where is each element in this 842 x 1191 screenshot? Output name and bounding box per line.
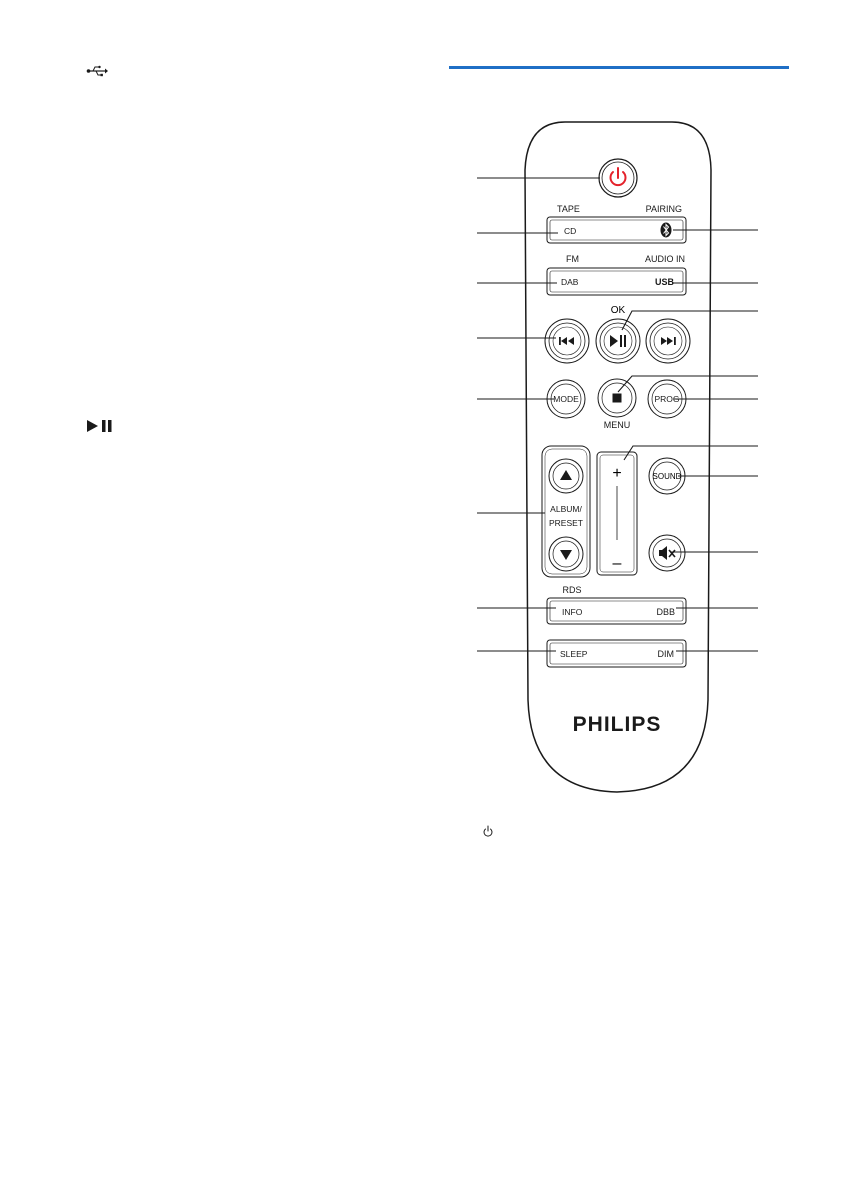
album-label: ALBUM/: [550, 504, 582, 514]
up-arrow-icon: [560, 470, 572, 480]
preset-label: PRESET: [549, 518, 583, 528]
dab-label: DAB: [561, 277, 579, 287]
tape-label: TAPE: [557, 204, 580, 214]
sleep-dim-button[interactable]: [546, 639, 687, 668]
down-arrow-icon: [560, 550, 572, 560]
stop-button[interactable]: [597, 378, 637, 418]
dab-usb-button[interactable]: [546, 267, 687, 296]
sound-button[interactable]: [648, 457, 686, 495]
cd-pairing-button[interactable]: [546, 216, 687, 244]
fm-label: FM: [566, 254, 579, 264]
play-pause-icon: [87, 420, 112, 432]
previous-icon: [559, 337, 574, 345]
callout-lines-right: [617, 229, 758, 652]
menu-label: MENU: [604, 420, 631, 430]
mode-label: MODE: [553, 394, 579, 404]
callout-lines-left: [477, 177, 600, 652]
sound-label: SOUND: [653, 472, 682, 481]
rds-label: RDS: [562, 585, 581, 595]
mute-button[interactable]: [648, 534, 686, 572]
audio-in-label: AUDIO IN: [645, 254, 685, 264]
bluetooth-icon: [660, 222, 672, 238]
usb-icon: [86, 65, 108, 77]
prog-label: PROG: [654, 394, 679, 404]
power-icon: [483, 825, 493, 837]
power-icon: [609, 167, 627, 187]
next-icon: [661, 337, 676, 345]
info-label: INFO: [562, 607, 583, 617]
next-button[interactable]: [645, 318, 691, 364]
power-button[interactable]: [598, 158, 638, 198]
volume-plus: +: [612, 465, 621, 482]
info-dbb-button[interactable]: [546, 597, 687, 625]
prog-button[interactable]: [647, 379, 687, 419]
album-down-button[interactable]: [548, 536, 584, 572]
usb-label: USB: [655, 277, 675, 287]
play-pause-button[interactable]: [595, 318, 641, 364]
mute-icon: [659, 546, 676, 560]
mode-button[interactable]: [546, 379, 586, 419]
brand-logo: PHILIPS: [573, 713, 662, 736]
dim-label: DIM: [658, 649, 675, 659]
album-up-button[interactable]: [548, 458, 584, 494]
pairing-label: PAIRING: [646, 204, 682, 214]
ok-label: OK: [611, 305, 626, 316]
stop-icon: [612, 393, 622, 403]
cd-label: CD: [564, 226, 576, 236]
previous-button[interactable]: [544, 318, 590, 364]
dbb-label: DBB: [656, 607, 675, 617]
sleep-label: SLEEP: [560, 649, 588, 659]
volume-minus: –: [613, 555, 622, 572]
play-pause-icon: [610, 335, 626, 347]
section-rule: [449, 66, 789, 69]
